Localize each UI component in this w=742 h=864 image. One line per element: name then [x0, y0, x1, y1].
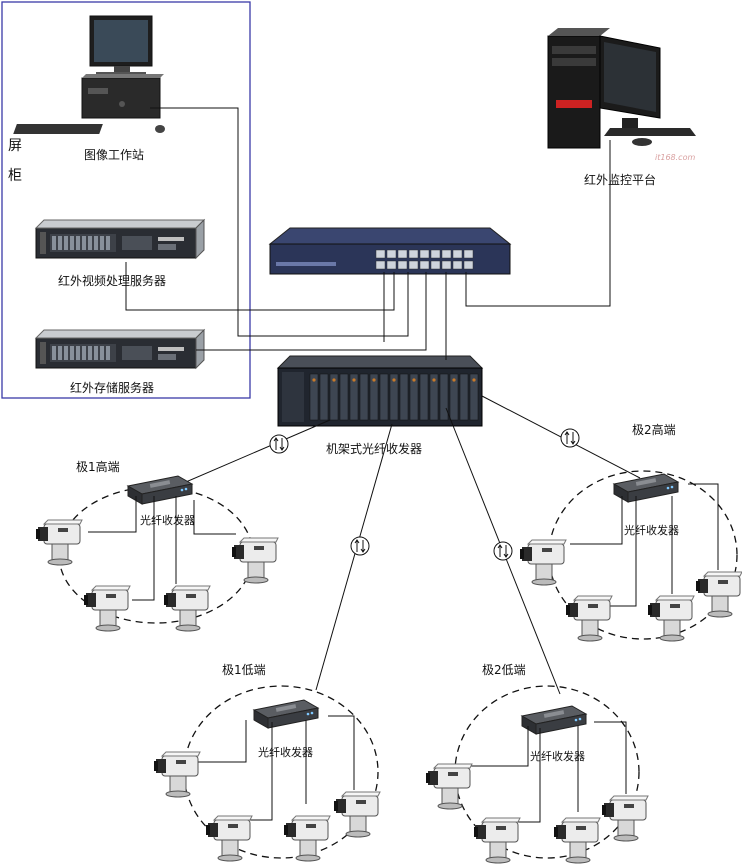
ethernet-cables: [125, 107, 611, 360]
converter-icon: [613, 473, 679, 503]
video-server-icon: [35, 219, 205, 259]
fiber-marker-icon: [350, 536, 370, 556]
converter-icon: [521, 705, 587, 735]
pole-2-high-group: [519, 470, 742, 642]
fiber-marker-icon: [493, 541, 513, 561]
pole-2-high-title: 极2高端: [632, 422, 676, 437]
pole-1-high-group: [35, 475, 279, 632]
video-server-label: 红外视频处理服务器: [58, 273, 166, 288]
cabinet-label-2: 柜: [8, 168, 22, 184]
camera-icon: [283, 815, 331, 862]
camera-icon: [425, 763, 473, 810]
converter-icon: [253, 699, 319, 729]
camera-icon: [553, 817, 601, 864]
pole-1-high-transceiver-label: 光纤收发器: [140, 513, 195, 527]
rack-transceiver-label: 机架式光纤收发器: [326, 441, 422, 456]
pole-2-high-transceiver-label: 光纤收发器: [624, 523, 679, 537]
camera-icon: [695, 571, 742, 618]
pole-1-high-title: 极1高端: [76, 459, 120, 474]
pole-group-boundary: [183, 685, 379, 859]
pole-2-low-group: [425, 685, 649, 864]
camera-icon: [163, 585, 211, 632]
storage-server-label: 红外存储服务器: [70, 380, 154, 395]
camera-icon: [647, 595, 695, 642]
monitor-watermark: it168.com: [655, 153, 695, 162]
network-switch-icon: [268, 227, 512, 275]
pole-1-low-group: [153, 685, 381, 862]
pole-1-low-title: 极1低端: [222, 663, 266, 677]
workstation-icon: [13, 15, 165, 134]
cabinet-label-1: 屏: [8, 138, 22, 154]
camera-icon: [153, 751, 201, 798]
camera-icon: [565, 595, 613, 642]
camera-icon: [83, 585, 131, 632]
converter-icon: [127, 475, 193, 505]
camera-icon: [35, 519, 83, 566]
fiber-marker-icon: [560, 428, 580, 448]
rack-transceiver-icon: [276, 355, 484, 427]
fiber-marker-icon: [269, 434, 289, 454]
camera-icon: [601, 795, 649, 842]
storage-server-icon: [35, 329, 205, 369]
camera-icon: [519, 539, 567, 586]
camera-icon: [333, 791, 381, 838]
pole-2-low-title: 极2低端: [482, 663, 526, 677]
camera-icon: [205, 815, 253, 862]
camera-icon: [473, 817, 521, 864]
monitor-platform-label: 红外监控平台: [584, 172, 656, 187]
pole-1-low-transceiver-label: 光纤收发器: [258, 745, 313, 759]
workstation-label: 图像工作站: [84, 148, 144, 162]
monitor-platform-icon: [547, 28, 696, 149]
pole-2-low-transceiver-label: 光纤收发器: [530, 749, 585, 763]
camera-icon: [231, 537, 279, 584]
cabinet-frame: [1, 1, 251, 399]
